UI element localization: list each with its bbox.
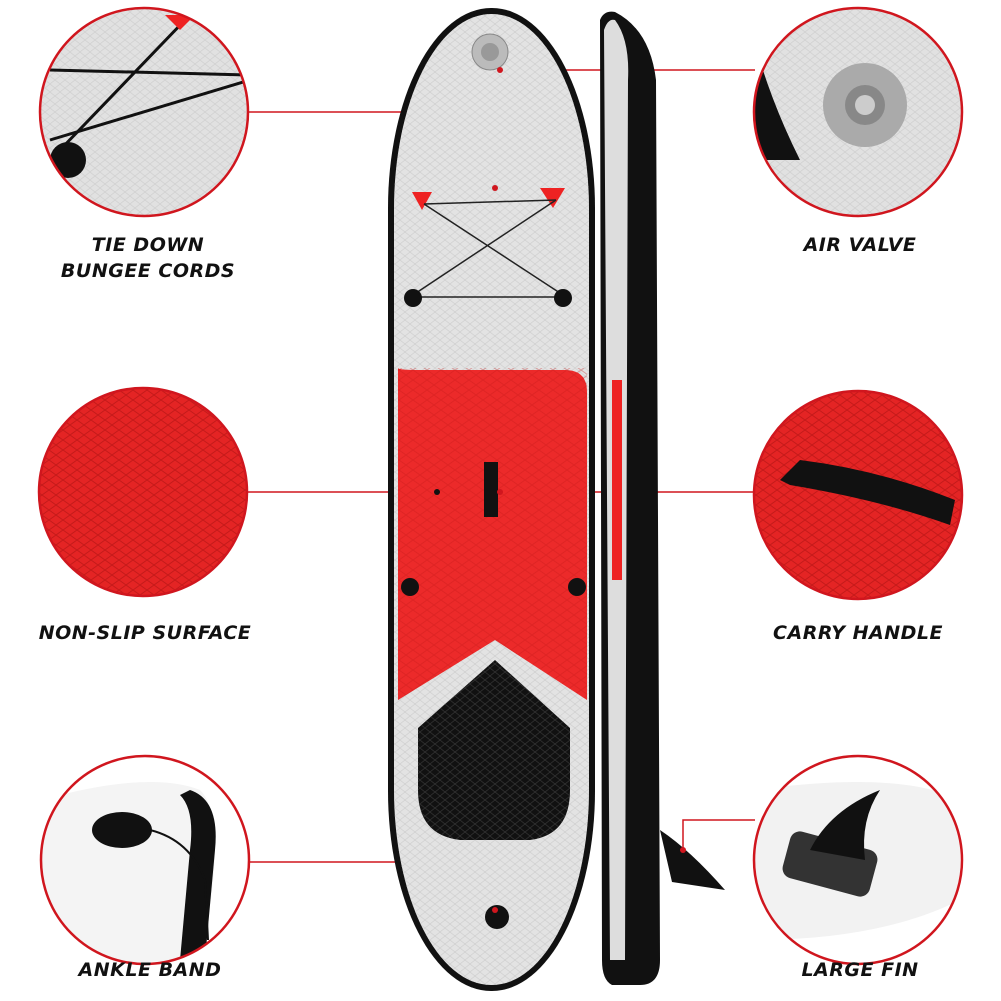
label-large-fin: LARGE FIN (710, 957, 1001, 983)
paddle-board-top-view (388, 8, 595, 991)
fin-part (660, 830, 725, 890)
detail-circle-large-fin (754, 756, 962, 964)
label-line: TIE DOWN (91, 234, 205, 256)
label-line: ANKLE BAND (78, 959, 222, 981)
label-non-slip: NON-SLIP SURFACE (0, 620, 295, 646)
paddle-board-side-view (600, 11, 725, 985)
detail-circle-tie-down (40, 8, 248, 216)
detail-circle-air-valve (754, 8, 962, 216)
detail-circle-non-slip (39, 388, 247, 596)
label-line: LARGE FIN (801, 959, 919, 981)
label-line: BUNGEE CORDS (60, 260, 236, 282)
label-line: NON-SLIP SURFACE (38, 622, 252, 644)
detail-circle-carry-handle (754, 391, 962, 599)
label-tie-down: TIE DOWN BUNGEE CORDS (0, 232, 298, 284)
label-carry-handle: CARRY HANDLE (708, 620, 1001, 646)
label-line: CARRY HANDLE (773, 622, 943, 644)
label-air-valve: AIR VALVE (710, 232, 1001, 258)
detail-circle-ankle-band (41, 756, 249, 964)
label-line: AIR VALVE (803, 234, 917, 256)
handle-part (484, 462, 498, 517)
label-ankle-band: ANKLE BAND (0, 957, 300, 983)
